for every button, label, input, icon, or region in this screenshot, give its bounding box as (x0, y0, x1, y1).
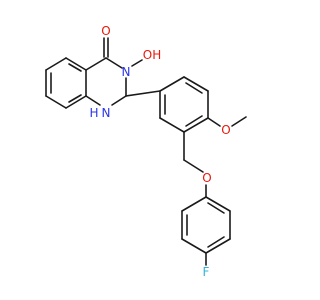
bond (45, 95, 67, 109)
carbonyl-oxygen-label: O (101, 24, 110, 38)
nh-hydrogen-label: H (89, 106, 98, 120)
bond-methoxy-ch3 (231, 116, 247, 127)
bond-aryl-methoxy-o (207, 117, 221, 127)
n-oh-bond (131, 59, 143, 67)
double-bond-inner (185, 115, 203, 127)
bond (181, 196, 207, 212)
bond-ch2-o (183, 159, 204, 173)
dihydroquinazolinone-ring (85, 37, 143, 106)
double-bond-inner (185, 82, 203, 94)
fluorophenyl-ring (181, 196, 231, 254)
fluorine-label: F (203, 265, 210, 279)
bond (183, 117, 209, 133)
bond (85, 57, 107, 71)
double-bond-inner (207, 202, 225, 214)
bond (159, 117, 185, 133)
bond (105, 57, 123, 69)
bond (111, 95, 127, 106)
structure-canvas: O N OH H N O O F (45, 24, 247, 279)
chemical-structure-diagram: O N OH H N O O F (45, 24, 247, 279)
double-bond-inner (207, 236, 225, 248)
bond (181, 238, 207, 254)
bond (45, 57, 67, 71)
methoxyphenyl-ring (159, 76, 209, 133)
benzo-ring (45, 57, 87, 109)
bond (159, 76, 185, 92)
double-bond-inner (68, 63, 82, 72)
hydroxy-nitrogen-label: N (122, 65, 131, 79)
methoxy-oxygen-label: O (221, 123, 230, 137)
bond (183, 76, 209, 92)
hydroxyl-label: OH (143, 48, 161, 62)
bond (85, 95, 101, 106)
bond (65, 57, 87, 71)
bond (205, 196, 231, 212)
ether-oxygen-label: O (202, 171, 211, 185)
double-bond-inner (68, 94, 82, 103)
bond (65, 95, 87, 109)
bond (205, 238, 231, 254)
nh-nitrogen-label: N (102, 106, 111, 120)
bond-c2-aryl (125, 90, 161, 97)
